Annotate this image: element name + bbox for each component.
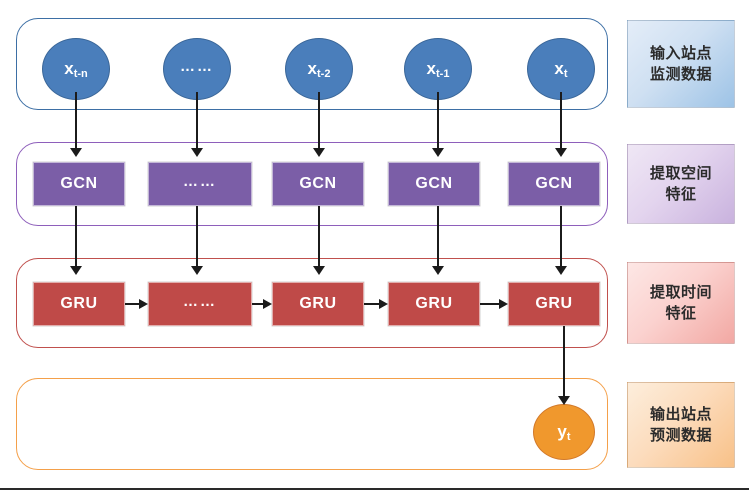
input-node-ellipsis[interactable]: …… (163, 38, 231, 100)
output-node-y-t[interactable]: yt (533, 404, 595, 460)
input-node-x-t-sub: t (563, 67, 568, 80)
arrow-gru5-to-output-shaft (562, 326, 566, 398)
output-node-y-t-label: yt (557, 422, 570, 443)
gcn-block-1[interactable]: GCN (33, 162, 125, 206)
stage-label-output-line1: 输出站点 (649, 405, 712, 423)
gru-block-4[interactable]: GRU (388, 282, 480, 326)
stage-label-input: 输入站点 监测数据 (627, 20, 735, 108)
arrow-gru1-to-gru2-head (139, 298, 148, 309)
arrow-gru3-to-gru4-head (379, 298, 388, 309)
arrow-input1-to-gcn1-head (70, 148, 82, 157)
input-node-x-t-1[interactable]: xt-1 (404, 38, 472, 100)
stage-label-temporal-line2: 特征 (665, 305, 697, 322)
gcn-block-4-label: GCN (415, 175, 453, 192)
gcn-block-ellipsis[interactable]: …… (148, 162, 252, 206)
arrow-gcn4-to-gru4-head (432, 266, 444, 275)
input-node-x-t-base: x (554, 58, 564, 78)
gru-block-1-label: GRU (60, 295, 98, 312)
input-node-x-t-1-label: xt-1 (427, 59, 450, 80)
stage-label-input-line2: 监测数据 (649, 66, 712, 83)
output-node-y-t-sub: t (566, 430, 571, 443)
arrow-gcn3-to-gru3-head (313, 266, 325, 275)
stage-label-output-line2: 预测数据 (649, 427, 712, 444)
band-temporal-stage (16, 258, 608, 348)
arrow-input3-to-gcn3-shaft (317, 92, 321, 150)
arrow-gcn4-to-gru4-shaft (436, 206, 440, 268)
arrow-gcn5-to-gru5-head (555, 266, 567, 275)
gcn-block-1-label: GCN (60, 175, 98, 192)
input-node-x-t-2-label: xt-2 (308, 59, 331, 80)
arrow-gru3-to-gru4-shaft (364, 302, 379, 306)
arrow-input2-to-gcn2-head (191, 148, 203, 157)
arrow-input5-to-gcn5-head (555, 148, 567, 157)
arrow-gcn2-to-gru2-shaft (195, 206, 199, 268)
gru-block-5[interactable]: GRU (508, 282, 600, 326)
input-node-x-t[interactable]: xt (527, 38, 595, 100)
band-input-stage (16, 18, 608, 110)
gru-block-ellipsis[interactable]: …… (148, 282, 252, 326)
arrow-input4-to-gcn4-shaft (436, 92, 440, 150)
stage-label-spatial: 提取空间 特征 (627, 144, 735, 224)
arrow-gcn3-to-gru3-shaft (317, 206, 321, 268)
stage-label-spatial-line2: 特征 (665, 186, 697, 203)
input-node-x-t-2-base: x (307, 58, 317, 78)
gcn-block-3-label: GCN (299, 175, 337, 192)
input-node-ellipsis-label: …… (180, 57, 214, 75)
arrow-input4-to-gcn4-head (432, 148, 444, 157)
gru-block-ellipsis-label: …… (183, 292, 217, 310)
band-spatial-stage (16, 142, 608, 226)
arrow-input1-to-gcn1-shaft (74, 92, 78, 150)
gru-block-3-label: GRU (299, 295, 337, 312)
gru-block-3[interactable]: GRU (272, 282, 364, 326)
gcn-block-3[interactable]: GCN (272, 162, 364, 206)
arrow-gcn5-to-gru5-shaft (559, 206, 563, 268)
input-node-x-t-2[interactable]: xt-2 (285, 38, 353, 100)
input-node-x-t-label: xt (554, 59, 567, 80)
gcn-block-ellipsis-label: …… (183, 172, 217, 190)
input-node-x-t-n-sub: t-n (73, 67, 88, 80)
output-node-y-t-base: y (557, 421, 567, 441)
arrow-gcn1-to-gru1-shaft (74, 206, 78, 268)
arrow-input5-to-gcn5-shaft (559, 92, 563, 150)
arrow-gru5-to-output-head (558, 396, 570, 405)
input-node-x-t-1-base: x (426, 58, 436, 78)
stage-label-spatial-line1: 提取空间 (649, 164, 712, 182)
input-node-x-t-2-sub: t-2 (317, 67, 331, 80)
arrow-gcn2-to-gru2-head (191, 266, 203, 275)
input-node-x-t-n-label: xt-n (64, 59, 88, 80)
input-node-x-t-n[interactable]: xt-n (42, 38, 110, 100)
arrow-gru4-to-gru5-shaft (480, 302, 499, 306)
input-node-x-t-1-sub: t-1 (436, 67, 450, 80)
arrow-gru4-to-gru5-head (499, 298, 508, 309)
arrow-input2-to-gcn2-shaft (195, 92, 199, 150)
gru-block-5-label: GRU (535, 295, 573, 312)
gcn-block-5[interactable]: GCN (508, 162, 600, 206)
gcn-block-5-label: GCN (535, 175, 573, 192)
stage-label-output: 输出站点 预测数据 (627, 382, 735, 468)
arrow-gru2-to-gru3-head (263, 298, 272, 309)
arrow-gru2-to-gru3-shaft (252, 302, 263, 306)
gcn-block-4[interactable]: GCN (388, 162, 480, 206)
gru-block-1[interactable]: GRU (33, 282, 125, 326)
band-output-stage (16, 378, 608, 470)
gru-block-4-label: GRU (415, 295, 453, 312)
stage-label-temporal: 提取时间 特征 (627, 262, 735, 344)
arrow-gru1-to-gru2-shaft (125, 302, 139, 306)
stage-label-temporal-line1: 提取时间 (649, 283, 712, 301)
input-node-x-t-n-base: x (64, 58, 74, 78)
bottom-divider (0, 488, 749, 490)
arrow-gcn1-to-gru1-head (70, 266, 82, 275)
stage-label-input-line1: 输入站点 (649, 44, 712, 62)
arrow-input3-to-gcn3-head (313, 148, 325, 157)
